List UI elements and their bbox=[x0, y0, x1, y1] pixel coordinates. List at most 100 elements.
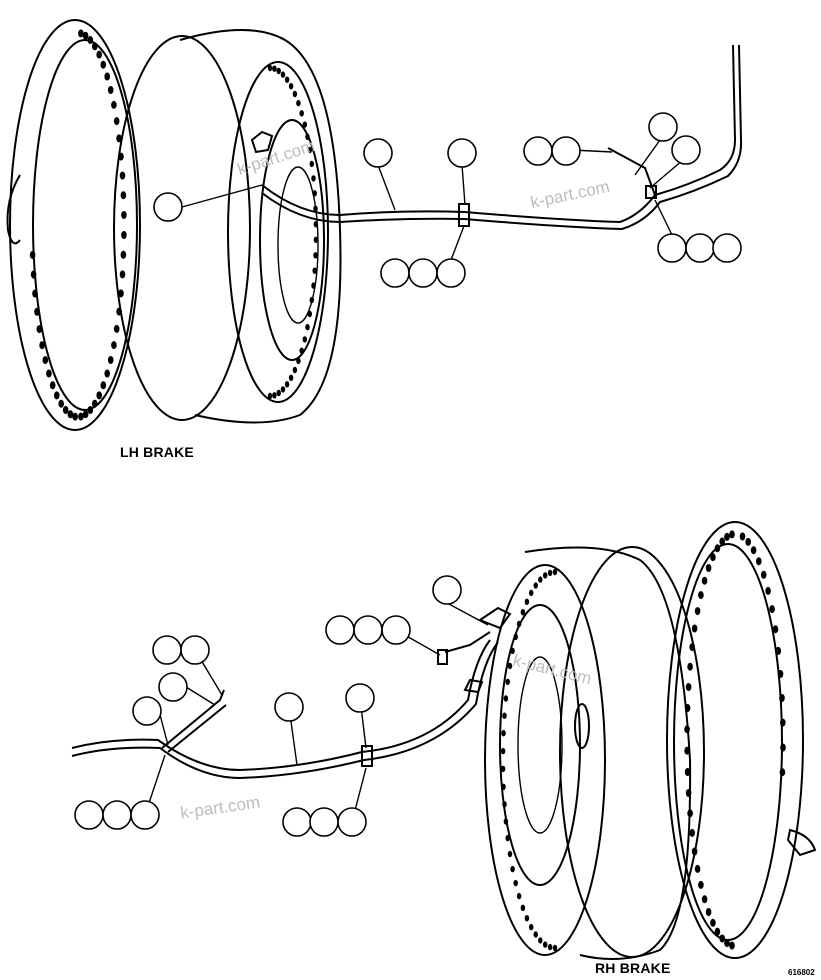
rh-housing-bolt bbox=[505, 834, 510, 842]
lh-flange-hole bbox=[100, 381, 107, 390]
rh-callout-bubble bbox=[74, 800, 104, 830]
lh-callout-bubble bbox=[447, 138, 477, 168]
rh-line-clamp-upper bbox=[437, 649, 448, 665]
rh-flange-hole bbox=[698, 880, 704, 889]
rh-callout-bubble bbox=[130, 800, 160, 830]
rh-flange-hole bbox=[724, 939, 730, 948]
lh-brake-fitting bbox=[250, 130, 274, 154]
rh-flange-notch bbox=[786, 828, 817, 857]
rh-flange-hole bbox=[698, 591, 704, 600]
lh-flange-hole bbox=[118, 289, 124, 298]
lh-callout-bubble bbox=[436, 258, 466, 288]
lh-housing-bolt bbox=[313, 221, 319, 228]
lh-housing-bolt bbox=[276, 67, 281, 75]
rh-brake-line-tube-edge bbox=[71, 641, 499, 780]
rh-housing-bolt bbox=[533, 931, 538, 938]
rh-housing-bolt bbox=[538, 937, 543, 944]
lh-flange-hole bbox=[87, 406, 94, 414]
lh-housing-bolt bbox=[311, 282, 316, 289]
lh-flange-hole bbox=[121, 231, 127, 239]
lh-flange-hole bbox=[32, 289, 38, 298]
lh-outer-flange bbox=[9, 19, 141, 431]
rh-housing-bolt bbox=[502, 712, 507, 719]
rh-callout-bubble bbox=[345, 683, 375, 713]
lh-housing-bolt bbox=[288, 374, 294, 381]
rh-flange-hole bbox=[750, 546, 757, 555]
lh-housing-bolt bbox=[307, 310, 313, 318]
lh-flange-hole bbox=[113, 324, 120, 333]
rh-housing-center bbox=[517, 656, 563, 834]
rh-housing-bolt bbox=[516, 620, 522, 628]
rh-housing-bolt bbox=[501, 730, 506, 737]
lh-housing-bolt bbox=[313, 252, 318, 259]
lh-flange-hole bbox=[42, 356, 49, 365]
lh-brake-line-tube-edge bbox=[261, 44, 743, 231]
rh-flange-hole bbox=[772, 625, 779, 634]
lh-housing-bolt bbox=[302, 121, 308, 128]
lh-housing-bolt bbox=[272, 65, 277, 72]
lh-housing-bolt bbox=[305, 133, 310, 141]
rh-flange-hole bbox=[756, 557, 762, 566]
lh-housing-bolt bbox=[305, 323, 310, 331]
lh-flange-hole bbox=[111, 341, 117, 350]
lh-housing-bolt bbox=[313, 236, 319, 243]
lh-flange-hole bbox=[120, 191, 127, 200]
rh-housing-port bbox=[574, 703, 590, 749]
lh-flange-hole bbox=[30, 270, 37, 279]
lh-housing-bolt bbox=[313, 205, 318, 212]
rh-flange-hole bbox=[724, 532, 730, 541]
rh-housing-bolt bbox=[502, 801, 507, 808]
lh-callout-bubble bbox=[685, 233, 715, 263]
rh-callout-bubble bbox=[309, 807, 339, 837]
lh-leader-6 bbox=[634, 139, 661, 176]
rh-housing-face bbox=[559, 546, 705, 958]
lh-flange-hole bbox=[113, 117, 120, 126]
rh-line-bracket-edge bbox=[167, 704, 227, 753]
rh-callout-bubble bbox=[152, 635, 182, 665]
rh-housing-bolt bbox=[516, 892, 522, 900]
rh-housing-bolt bbox=[552, 944, 558, 952]
rh-flange-bolt-holes bbox=[684, 530, 786, 950]
lh-housing-bolt bbox=[292, 90, 298, 98]
rh-callout-bubble bbox=[353, 615, 383, 645]
rh-callout-bubble bbox=[180, 635, 210, 665]
rh-callout-bubble bbox=[325, 615, 355, 645]
lh-callout-bubble bbox=[363, 138, 393, 168]
rh-housing-bolt bbox=[547, 569, 553, 577]
rh-housing-bolt bbox=[500, 765, 506, 773]
lh-flange-hole bbox=[54, 391, 60, 400]
lh-flange-hole bbox=[36, 325, 43, 334]
lh-housing-bolt bbox=[309, 160, 315, 168]
rh-flange-hole bbox=[714, 927, 721, 936]
rh-callout-bubble bbox=[102, 800, 132, 830]
rh-flange-hole bbox=[765, 586, 771, 595]
lh-housing-rim bbox=[227, 61, 329, 403]
lh-flange-hole bbox=[62, 406, 69, 414]
lh-leader-2 bbox=[377, 164, 396, 211]
rh-housing-bolt bbox=[524, 915, 530, 922]
rh-brake-assembly bbox=[71, 521, 817, 960]
lh-flange-hole bbox=[87, 36, 94, 44]
rh-housing-bolt bbox=[547, 943, 553, 951]
lh-flange-hole bbox=[49, 381, 56, 390]
rh-brake-caption: RH BRAKE bbox=[595, 960, 671, 976]
lh-callout-bubble bbox=[648, 112, 678, 142]
lh-flange-hole bbox=[119, 270, 126, 279]
lh-leader-1 bbox=[181, 184, 263, 208]
lh-flange-bolt-holes bbox=[29, 29, 127, 421]
lh-housing-bolt bbox=[309, 296, 315, 304]
lh-flange-hole bbox=[58, 399, 64, 408]
rh-leader-7 bbox=[185, 686, 216, 706]
lh-housing-bolt bbox=[276, 389, 281, 397]
lh-housing-bolt bbox=[292, 366, 298, 374]
rh-housing-bolt bbox=[513, 879, 518, 887]
rh-housing-bolt bbox=[552, 568, 558, 576]
rh-callout-bubble bbox=[274, 692, 304, 722]
lh-flange-hole bbox=[78, 412, 84, 421]
rh-leader-1 bbox=[446, 602, 489, 626]
rh-flange-hole bbox=[701, 576, 708, 585]
lh-brake-line-tube bbox=[261, 44, 737, 224]
lh-brake-caption: LH BRAKE bbox=[120, 444, 194, 460]
rh-flange-hole bbox=[769, 605, 775, 614]
